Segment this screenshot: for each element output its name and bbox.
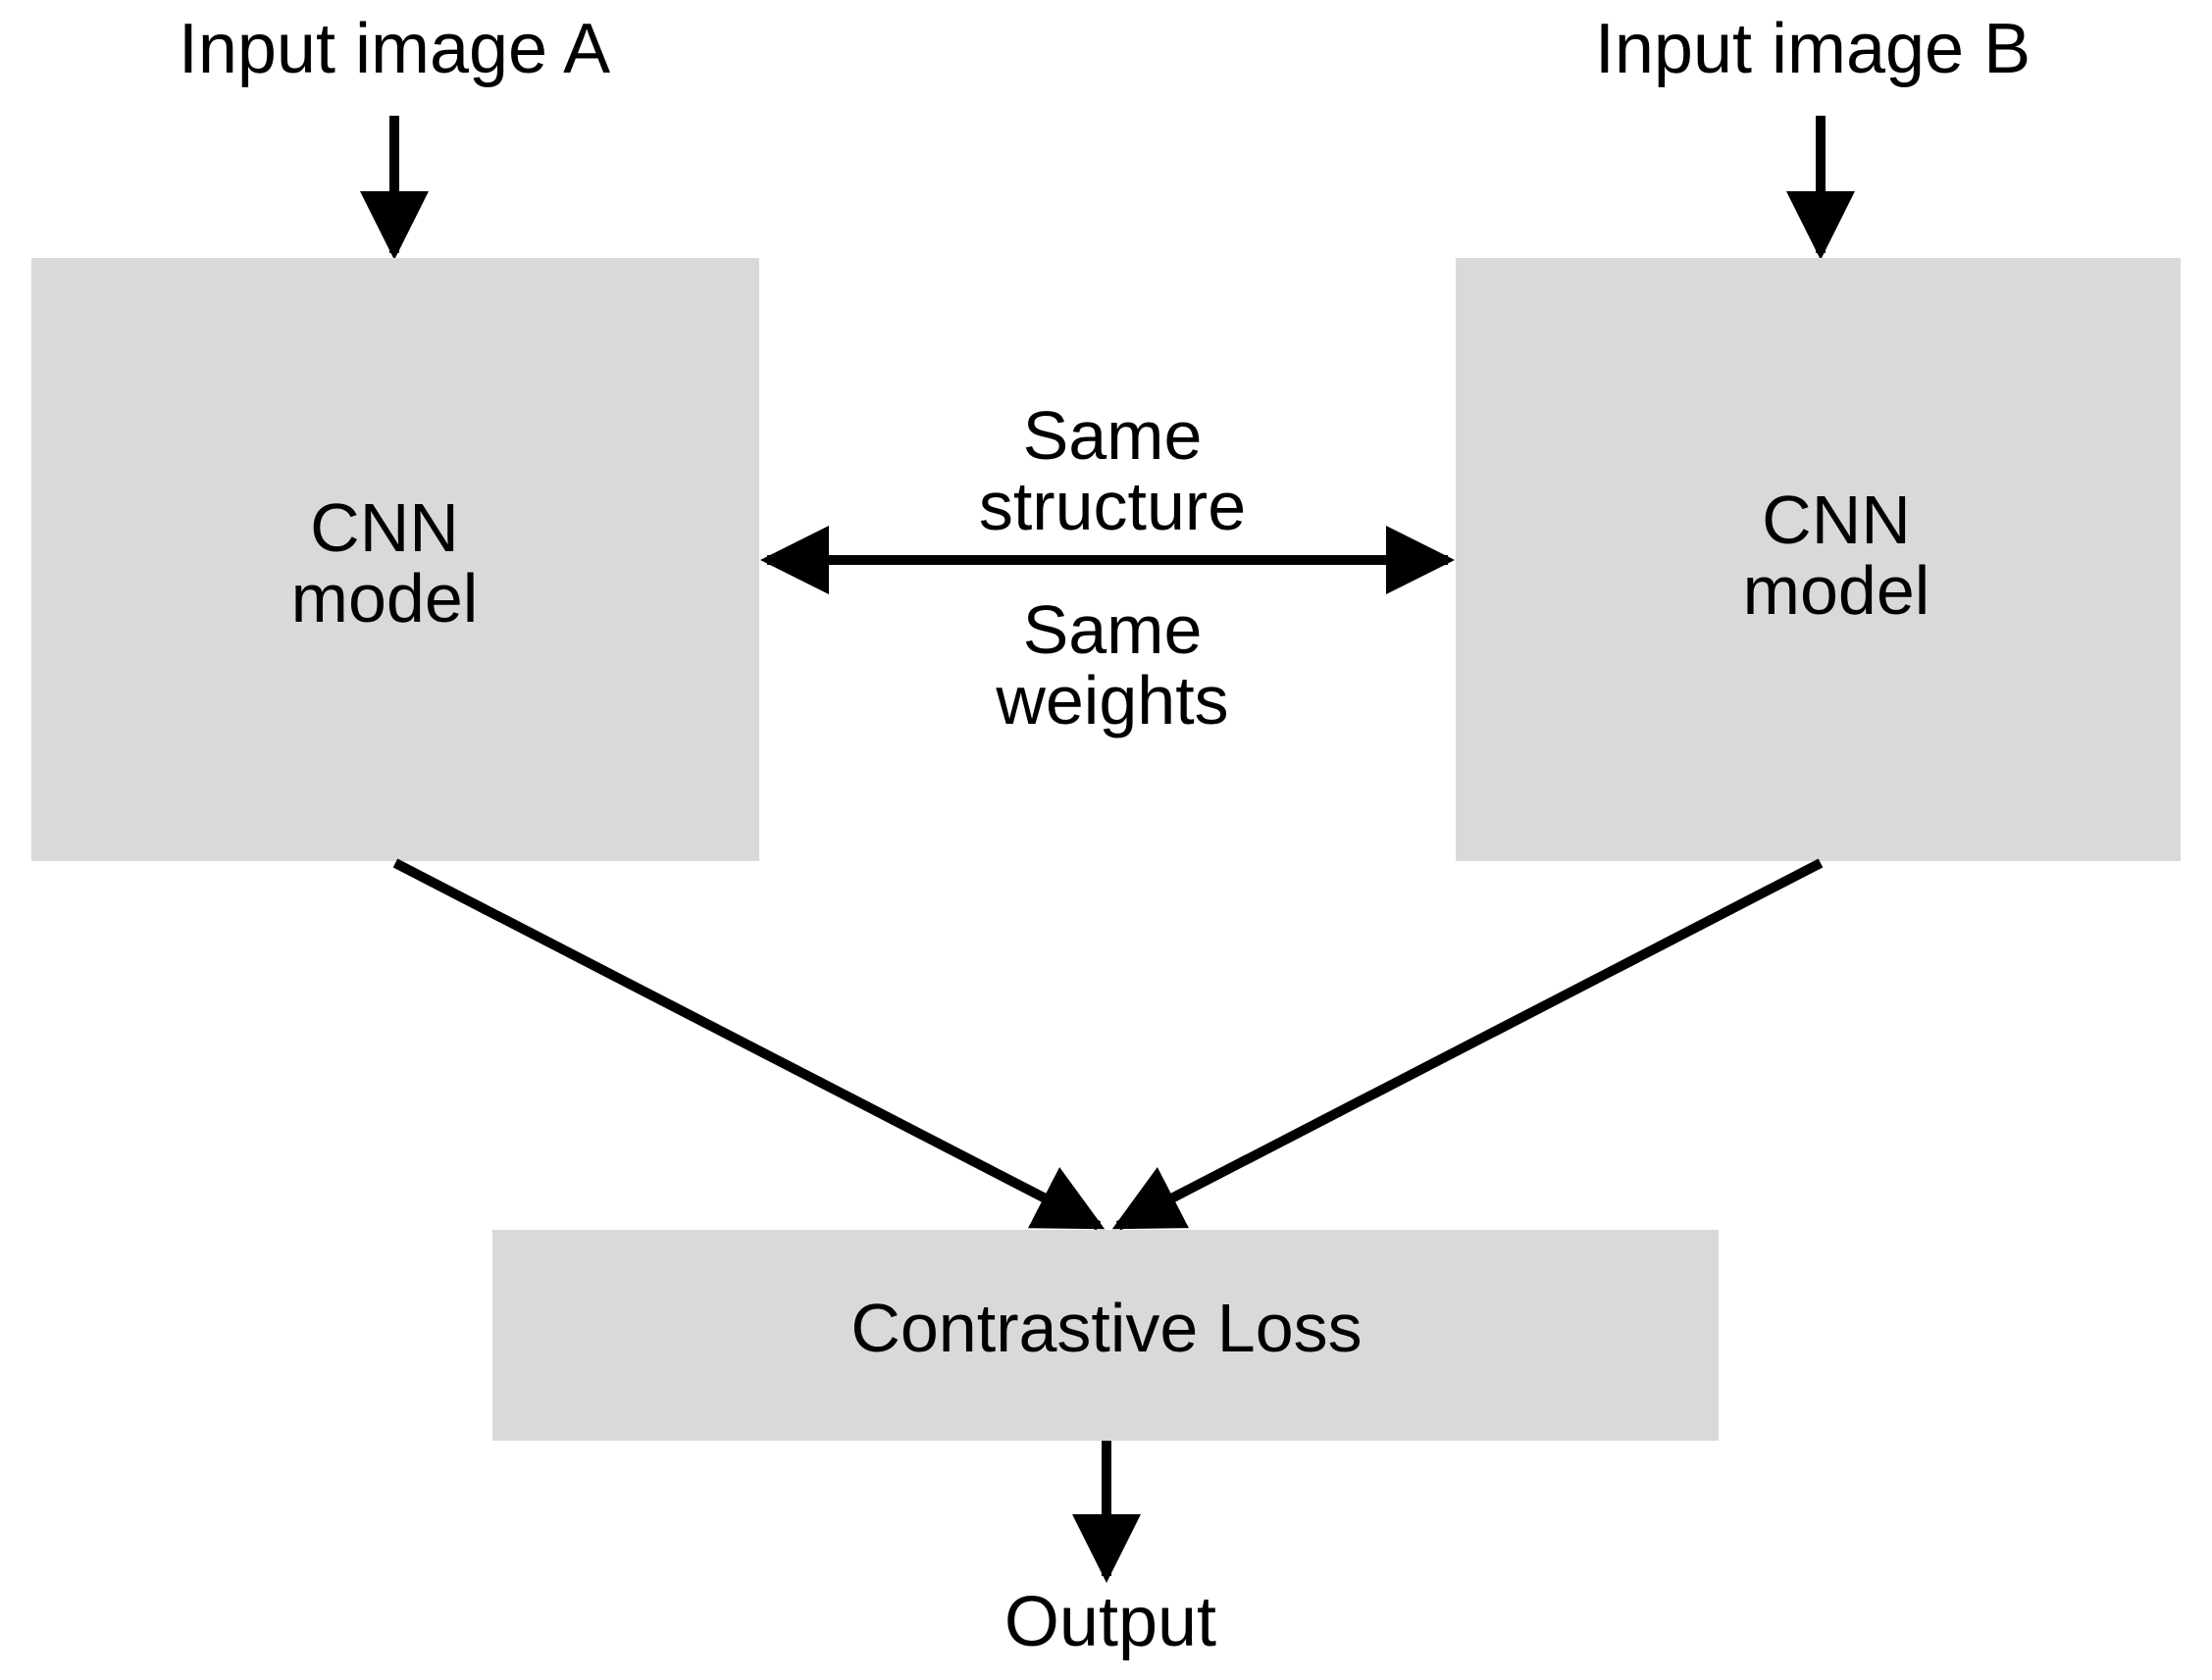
right-cnn-label-line2: model [1743, 552, 1930, 629]
same-structure-line2: structure [979, 468, 1246, 544]
input-image-b-label: Input image B [1595, 10, 2031, 88]
input-image-a-label: Input image A [179, 10, 610, 88]
left-cnn-label-line1: CNN [310, 489, 459, 566]
same-weights-line2: weights [995, 662, 1228, 738]
left-cnn-box [31, 258, 759, 861]
same-weights-line1: Same [1023, 591, 1203, 668]
output-label: Output [1004, 1583, 1216, 1661]
left-to-loss-arrow [392, 858, 1106, 1231]
right-cnn-box [1456, 258, 2181, 861]
right-cnn-label-line1: CNN [1762, 482, 1911, 558]
contrastive-loss-label: Contrastive Loss [850, 1290, 1362, 1366]
contrastive-loss-box [492, 1230, 1719, 1441]
left-cnn-label-line2: model [291, 560, 479, 636]
same-structure-line1: Same [1023, 397, 1203, 474]
right-to-loss-arrow [1111, 858, 1824, 1231]
